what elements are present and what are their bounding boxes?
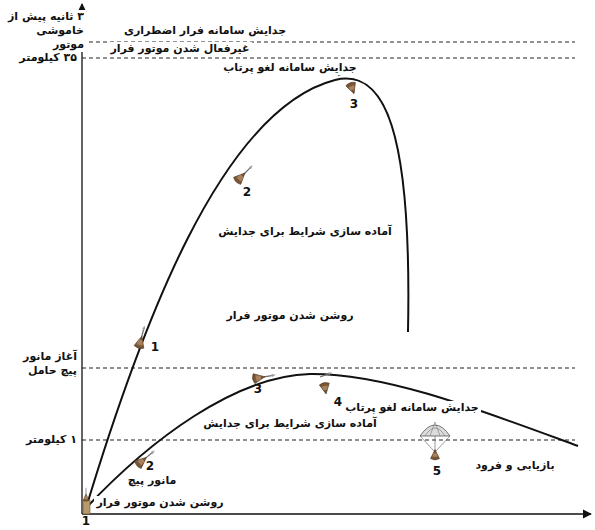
- annotation-label: غیرفعال شدن موتور فرار: [108, 42, 251, 56]
- altitude-axis: [81, 4, 82, 514]
- escape-motor-off-level: [82, 58, 575, 59]
- parachute-recovery: [420, 422, 450, 460]
- annotation-label: روشن شدن موتور فرار: [224, 309, 355, 323]
- callout-number: 1: [151, 340, 159, 355]
- one-km-level: [82, 440, 575, 441]
- annotation-label: جدایش سامانه فرار اضطراری: [122, 24, 288, 38]
- callout-number: 3: [350, 97, 358, 112]
- annotation-label: جدایش سامانه لغو پرتاب: [343, 401, 480, 415]
- annotation-label: ۳ ثانیه پیش از خاموشی موتور: [2, 10, 86, 51]
- callout-number: 2: [146, 459, 154, 474]
- low-altitude-trajectory: [86, 374, 578, 508]
- capsule-separation: [319, 371, 333, 395]
- callout-number: 1: [82, 514, 90, 529]
- annotation-label: ۳۵ کیلومتر: [17, 51, 79, 65]
- callout-number: 2: [243, 185, 251, 200]
- escape-capsule: [134, 324, 150, 349]
- range-axis: [82, 513, 591, 514]
- annotation-label: آماده سازی شرایط برای جدایش: [216, 225, 393, 239]
- annotation-label: آماده سازی شرایط برای جدایش: [201, 417, 378, 431]
- annotation-label: جدایش سامانه لغو پرتاب: [221, 61, 358, 75]
- launch-vehicle: [83, 487, 90, 514]
- annotation-label: ۱ کیلومتر: [24, 433, 79, 447]
- escape-capsule: [134, 447, 158, 470]
- callout-number: 4: [334, 395, 342, 410]
- annotation-label: بازیابی و فرود: [473, 459, 556, 473]
- escape-capsule: [233, 162, 257, 186]
- annotation-label: روشن شدن موتور فرار: [94, 496, 225, 510]
- annotation-label: مانور پیچ: [126, 474, 179, 488]
- high-altitude-trajectory: [86, 79, 408, 508]
- pitch-maneuver-level: [82, 368, 575, 369]
- callout-number: 3: [254, 382, 262, 397]
- callout-number: 5: [433, 464, 441, 479]
- annotation-label: آغاز مانور پیچ حامل: [11, 350, 79, 378]
